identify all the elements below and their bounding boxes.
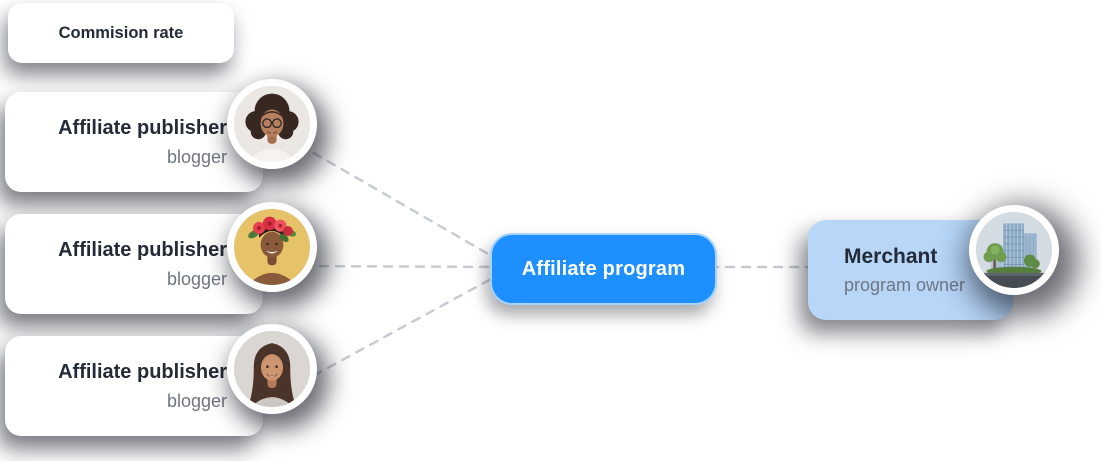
publisher3-avatar [227, 324, 317, 414]
connector-publisher2-to-program [286, 264, 504, 269]
publisher-title: Affiliate publisher [58, 360, 227, 383]
publisher-subtitle: blogger [166, 390, 227, 411]
woman-red-flower-crown-avatar-icon [234, 209, 310, 285]
publisher-title: Affiliate publisher [58, 238, 227, 261]
publisher1-avatar [227, 79, 317, 169]
connector-publisher3-to-program [298, 271, 504, 385]
affiliate-program-label: Affiliate program [521, 257, 686, 280]
commission-rate-card: Commision rate [8, 3, 234, 63]
publisher-title: Affiliate publisher [58, 116, 227, 139]
office-building-avatar-icon [976, 212, 1052, 288]
merchant-title: Merchant [844, 244, 938, 268]
publisher-subtitle: blogger [166, 268, 227, 289]
merchant-avatar [969, 205, 1059, 295]
publisher2-avatar [227, 202, 317, 292]
affiliate-publisher-card-3: Affiliate publisher blogger [5, 336, 263, 436]
affiliate-program-node: Affiliate program [490, 233, 717, 305]
woman-curly-hair-glasses-avatar-icon [234, 86, 310, 162]
merchant-subtitle: program owner [844, 274, 966, 295]
woman-long-brown-hair-avatar-icon [234, 331, 310, 407]
affiliate-publisher-card-1: Affiliate publisher blogger [5, 92, 263, 192]
affiliate-publisher-card-2: Affiliate publisher blogger [5, 214, 263, 314]
connector-publisher1-to-program [298, 143, 504, 264]
commission-rate-label: Commision rate [58, 23, 184, 42]
publisher-subtitle: blogger [166, 146, 227, 167]
